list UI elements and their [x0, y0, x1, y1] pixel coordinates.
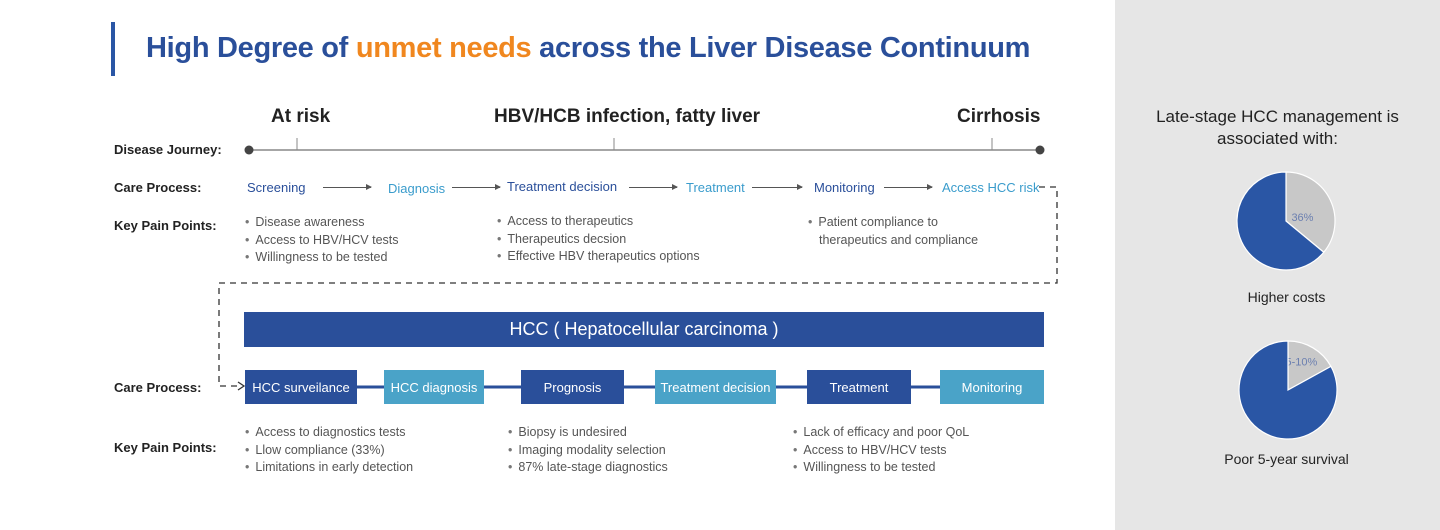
pie-slice — [1287, 340, 1332, 392]
pain-point: Willingness to be tested — [793, 459, 969, 477]
hcc-pain-points-list: Access to diagnostics tests Llow complia… — [245, 424, 413, 477]
pain-point: Access to diagnostics tests — [245, 424, 413, 442]
pain-point: Access to therapeutics — [497, 213, 700, 231]
row-label-journey: Disease Journey: — [114, 142, 222, 157]
hcc-step-diagnosis: HCC diagnosis — [384, 370, 484, 404]
pain-point: Llow compliance (33%) — [245, 442, 413, 460]
care-step-treatment-decision: Treatment decision — [507, 179, 618, 194]
journey-end-dot — [1035, 145, 1045, 155]
hcc-banner: HCC ( Hepatocellular carcinoma ) — [244, 312, 1044, 347]
arrow-icon — [884, 184, 933, 190]
pain-point: Biopsy is undesired — [508, 424, 668, 442]
hcc-pain-points-list: Lack of efficacy and poor QoL Access to … — [793, 424, 969, 477]
care-step-access-hcc-risk: Access HCC risk — [942, 180, 1040, 195]
arrow-icon — [452, 184, 501, 190]
hcc-step-monitoring: Monitoring — [940, 370, 1044, 404]
care-step-treatment: Treatment — [686, 180, 745, 195]
hcc-step-treatment: Treatment — [807, 370, 911, 404]
pain-point: Patient compliance to therapeutics and c… — [808, 214, 988, 249]
care-step-diagnosis: Diagnosis — [388, 181, 446, 196]
hcc-step-prognosis: Prognosis — [521, 370, 624, 404]
row-label-hcc-care: Care Process: — [114, 380, 202, 395]
pain-point: Therapeutics decsion — [497, 231, 700, 249]
page-title: High Degree of unmet needs across the Li… — [146, 32, 1031, 64]
sidebar-heading: Late-stage HCC management is associated … — [1156, 107, 1399, 148]
pain-point: Willingness to be tested — [245, 249, 399, 267]
pain-points-list: Disease awareness Access to HBV/HCV test… — [245, 214, 399, 267]
hcc-step-surveilance: HCC surveilance — [245, 370, 357, 404]
care-step-monitoring: Monitoring — [814, 180, 875, 195]
sidebar-panel: Late-stage HCC management is associated … — [1115, 0, 1440, 530]
hcc-pain-points-list: Biopsy is undesired Imaging modality sel… — [508, 424, 668, 477]
pain-points-list: Access to therapeutics Therapeutics decs… — [497, 213, 700, 266]
pain-point: Imaging modality selection — [508, 442, 668, 460]
pain-point: Lack of efficacy and poor QoL — [793, 424, 969, 442]
journey-start-dot — [244, 145, 254, 155]
row-label-care: Care Process: — [114, 180, 202, 195]
pain-point: Limitations in early detection — [245, 459, 413, 477]
pain-point: Access to HBV/HCV tests — [245, 232, 398, 250]
pie-title-higher-costs: Higher costs — [1247, 289, 1326, 305]
care-step-screening: Screening — [247, 180, 306, 195]
pain-points-list: Patient compliance to therapeutics and c… — [808, 214, 988, 249]
row-label-pain: Key Pain Points: — [114, 218, 217, 233]
pie-charts: 36% 5-10% — [1236, 171, 1338, 440]
pain-point: 87% late-stage diagnostics — [508, 459, 667, 477]
arrow-icon — [752, 184, 803, 190]
connector-arrowhead — [237, 381, 246, 391]
stage-cirrhosis: Cirrhosis — [957, 106, 1041, 127]
pie-slice-label: 36% — [1291, 212, 1313, 224]
title-accent-bar — [111, 22, 115, 76]
pain-point: Effective HBV therapeutics options — [497, 248, 699, 266]
pie-title-poor-survival: Poor 5-year survival — [1224, 451, 1349, 467]
pie-slice — [1236, 171, 1325, 271]
hcc-step-treatment-decision: Treatment decision — [655, 370, 776, 404]
row-label-hcc-pain: Key Pain Points: — [114, 440, 217, 455]
pie-slice — [1285, 171, 1336, 254]
pie-slice — [1238, 340, 1338, 440]
stage-infection: HBV/HCB infection, fatty liver — [494, 106, 761, 127]
pain-point: Access to HBV/HCV tests — [793, 442, 969, 460]
pain-point: Disease awareness — [245, 214, 399, 232]
stage-at-risk: At risk — [271, 106, 331, 127]
arrow-icon — [323, 184, 372, 190]
dashed-connector — [218, 186, 1058, 387]
arrow-icon — [629, 184, 678, 190]
pie-slice-label: 5-10% — [1286, 357, 1318, 369]
